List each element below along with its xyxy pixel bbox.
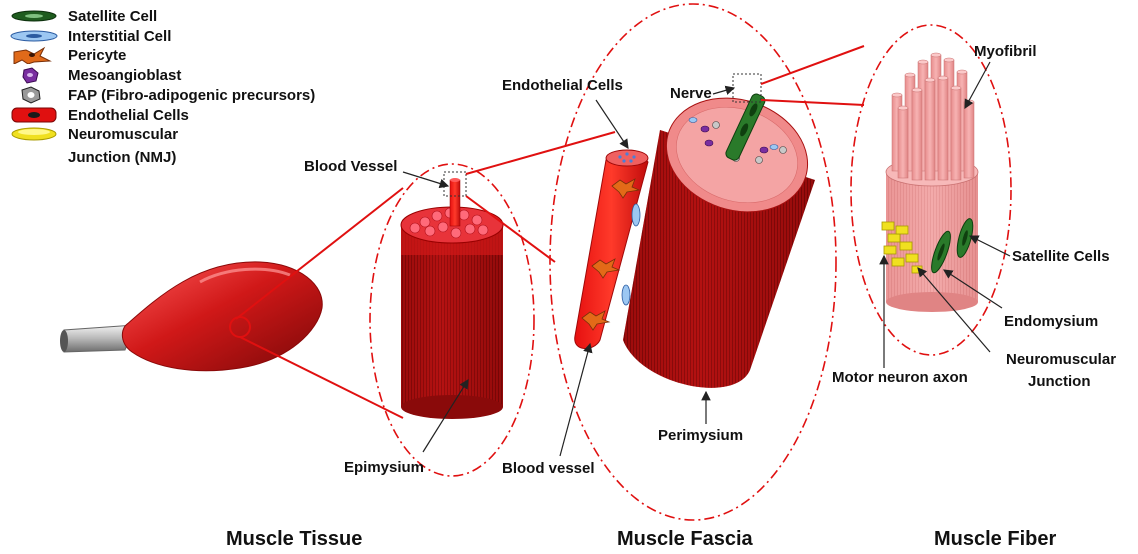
title-muscle-fiber: Muscle Fiber [934,528,1056,551]
pericyte-icon [10,46,62,64]
nmj-icon [10,125,62,143]
label-blood-vessel-top: Blood Vessel [304,159,397,174]
muscle-fiber-illustration [882,53,978,312]
label-satellite-cells: Satellite Cells [1012,249,1110,264]
label-epimysium: Epimysium [344,460,424,475]
label-endomysium: Endomysium [1004,314,1098,329]
legend-label: Satellite Cell [68,8,157,25]
legend-label: Endothelial Cells [68,107,189,124]
title-muscle-fascia: Muscle Fascia [617,528,753,551]
label-myofibril: Myofibril [974,44,1037,59]
label-motor-neuron-axon: Motor neuron axon [832,370,968,385]
legend-item-pericyte: Pericyte [10,46,126,64]
legend-label: FAP (Fibro-adipogenic precursors) [68,87,315,104]
legend-item-fap: FAP (Fibro-adipogenic precursors) [10,86,315,104]
epimysium-cylinder [401,172,503,419]
muscle-tissue-illustration [60,262,322,371]
legend-item-nmj: Neuromuscular [10,125,178,143]
legend-item-endothelial-cells: Endothelial Cells [10,106,189,124]
perimysium-cylinder [623,74,822,388]
mesoangioblast-icon [10,66,62,84]
endothelial-cells-icon [10,106,62,124]
legend-item-mesoangioblast: Mesoangioblast [10,66,181,84]
label-perimysium: Perimysium [658,428,743,443]
connector-line [240,337,403,418]
legend-item-satellite-cell: Satellite Cell [10,7,157,25]
legend-label: Pericyte [68,47,126,64]
connector-line [761,100,864,105]
title-muscle-tissue: Muscle Tissue [226,528,362,551]
label-endothelial-cells: Endothelial Cells [502,78,623,93]
interstitial-cell-icon [10,27,62,45]
label-blood-vessel-bottom: Blood vessel [502,461,595,476]
legend-label: Neuromuscular [68,126,178,143]
label-neuromuscular: Neuromuscular [1006,352,1116,367]
legend-item-interstitial-cell: Interstitial Cell [10,27,171,45]
label-nerve: Nerve [670,86,712,101]
fap-icon [10,86,62,104]
connector-line [466,132,615,174]
satellite-cell-icon [10,7,62,25]
legend-label: Interstitial Cell [68,28,171,45]
legend-label: Mesoangioblast [68,67,181,84]
label-junction: Junction [1028,374,1091,389]
legend-label-continued: Junction (NMJ) [68,150,176,165]
